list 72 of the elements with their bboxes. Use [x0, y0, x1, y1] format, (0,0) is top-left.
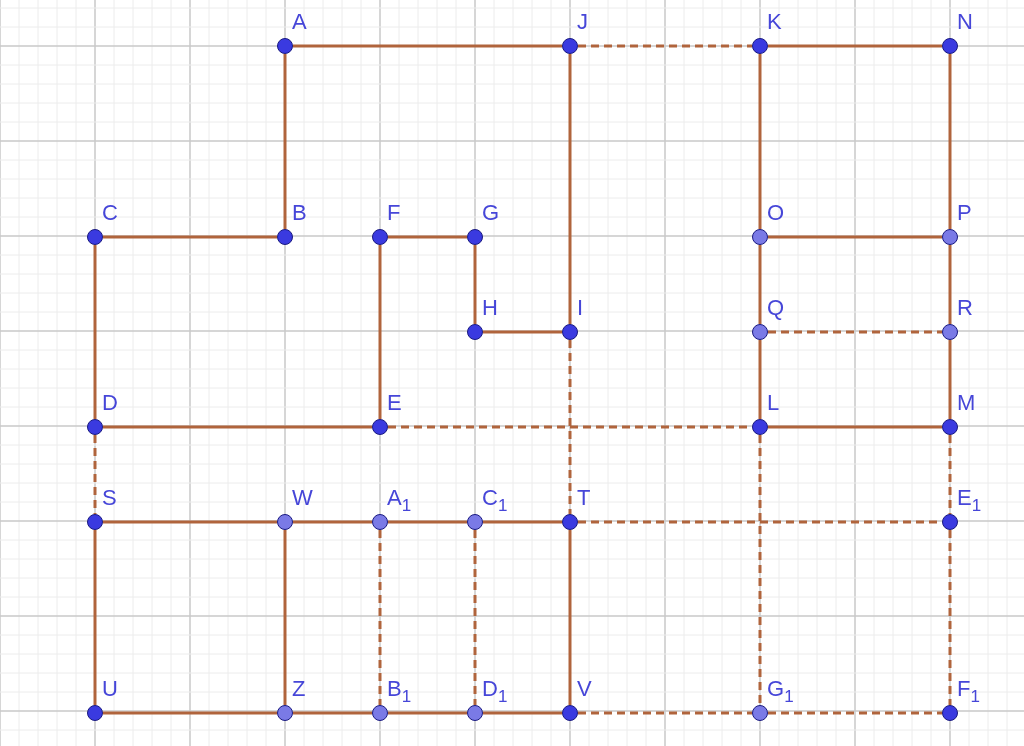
point-label: O: [767, 200, 785, 226]
line-segment: [93, 245, 97, 419]
dashed-segment: [378, 530, 382, 705]
point-label: F$_{1}$: [957, 676, 980, 708]
line-segment: [568, 530, 572, 705]
line-segment: [758, 245, 762, 324]
dashed-segment: [758, 435, 762, 705]
point-label: T: [577, 485, 591, 511]
line-segment: [103, 520, 277, 524]
point-label: B: [292, 200, 307, 226]
dashed-segment: [948, 435, 952, 514]
point-label: A$_{1}$: [387, 485, 412, 517]
line-segment: [758, 340, 762, 419]
point-label: S: [102, 485, 117, 511]
line-segment: [103, 235, 277, 239]
line-segment: [568, 54, 572, 324]
line-segment: [283, 54, 287, 229]
line-segment: [293, 711, 372, 715]
point-label: W: [292, 485, 313, 511]
line-segment: [93, 530, 97, 705]
dashed-segment: [578, 711, 752, 715]
dashed-segment: [948, 530, 952, 705]
line-segment: [758, 54, 762, 229]
dashed-segment: [568, 340, 572, 514]
line-segment: [483, 520, 562, 524]
point-label: J: [577, 9, 588, 35]
point-label: G$_{1}$: [767, 676, 794, 708]
point-label: E$_{1}$: [957, 485, 982, 517]
point-label: D$_{1}$: [482, 676, 508, 708]
point-label: C$_{1}$: [482, 485, 508, 517]
dashed-segment: [473, 530, 477, 705]
line-segment: [473, 245, 477, 324]
point-label: V: [577, 676, 592, 702]
point-label: Q: [767, 295, 785, 321]
dashed-segment: [768, 711, 942, 715]
point-label: M: [957, 390, 976, 416]
point-label: N: [957, 9, 973, 35]
point-label: L: [767, 390, 780, 416]
point-label: C: [102, 200, 118, 226]
point-label: D: [102, 390, 118, 416]
point-label: U: [102, 676, 118, 702]
point-label: R: [957, 295, 973, 321]
point-label: F: [387, 200, 401, 226]
line-segment: [378, 245, 382, 419]
line-segment: [293, 520, 372, 524]
line-segment: [768, 425, 942, 429]
line-segment: [388, 235, 467, 239]
line-segment: [293, 44, 562, 48]
dashed-segment: [93, 435, 97, 514]
line-segment: [388, 711, 467, 715]
line-segment: [768, 235, 942, 239]
dashed-segment: [578, 44, 752, 48]
line-segment: [483, 711, 562, 715]
line-segment: [283, 530, 287, 705]
point-label: E: [387, 390, 402, 416]
line-segment: [483, 330, 562, 334]
line-segment: [948, 54, 952, 229]
point-label: I: [577, 295, 584, 321]
point-label: A: [292, 9, 307, 35]
point-label: G: [482, 200, 500, 226]
line-segment: [948, 245, 952, 324]
line-segment: [103, 711, 277, 715]
point-label: K: [767, 9, 782, 35]
dashed-segment: [768, 330, 942, 334]
line-segment: [388, 520, 467, 524]
line-segment: [103, 425, 372, 429]
point-label: Z: [292, 676, 306, 702]
point-label: B$_{1}$: [387, 676, 412, 708]
point-label: H: [482, 295, 498, 321]
line-segment: [948, 340, 952, 419]
line-segment: [768, 44, 942, 48]
point-label: P: [957, 200, 972, 226]
